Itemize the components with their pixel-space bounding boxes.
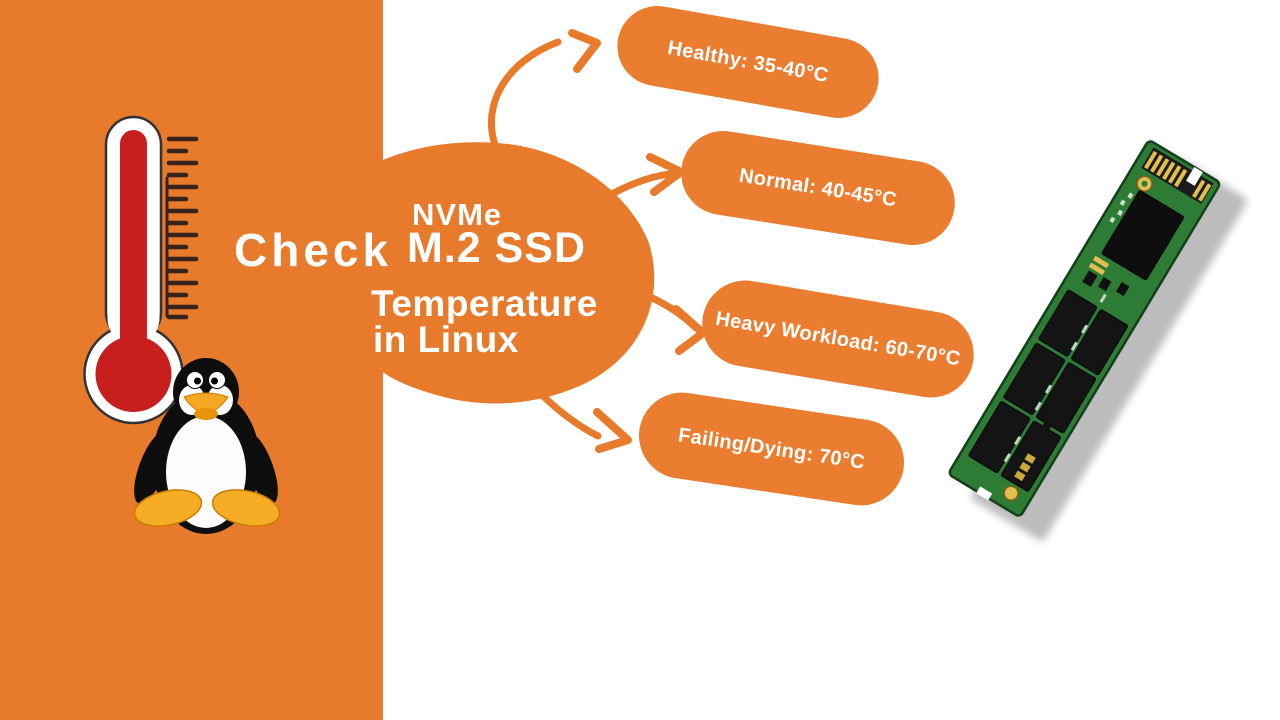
center-blob (378, 142, 655, 404)
arrow-to-heavy-workload (644, 292, 707, 355)
title-nvme: NVMe (412, 197, 503, 232)
arrowhead-icon (672, 305, 707, 355)
node-normal-label: Normal: 40-45°C (737, 164, 899, 211)
ruler-ticks-icon (165, 136, 199, 320)
title-check: Check (234, 224, 393, 276)
node-failing-dying-label: Failing/Dying: 70°C (676, 423, 867, 474)
left-panel (0, 0, 383, 720)
arrowhead-icon (593, 408, 632, 453)
tux-penguin-icon (133, 358, 281, 534)
curved-arrow-icon (488, 38, 562, 149)
arrow-to-failing (539, 392, 632, 453)
title-in-linux: in Linux (373, 319, 519, 360)
node-healthy-label: Healthy: 35-40°C (665, 36, 831, 87)
curved-arrow-icon (539, 392, 602, 440)
arrow-to-normal (604, 153, 685, 200)
arrowhead-icon (568, 29, 601, 73)
thermometer-icon (83, 115, 184, 425)
m2-ssd-icon (948, 140, 1221, 517)
arrow-to-healthy (488, 29, 601, 149)
node-heavy-workload-label: Heavy Workload: 60-70°C (713, 307, 963, 370)
curved-arrow-icon (604, 170, 674, 200)
title-temperature: Temperature (371, 283, 598, 324)
title-m2-ssd: M.2 SSD (407, 224, 587, 272)
